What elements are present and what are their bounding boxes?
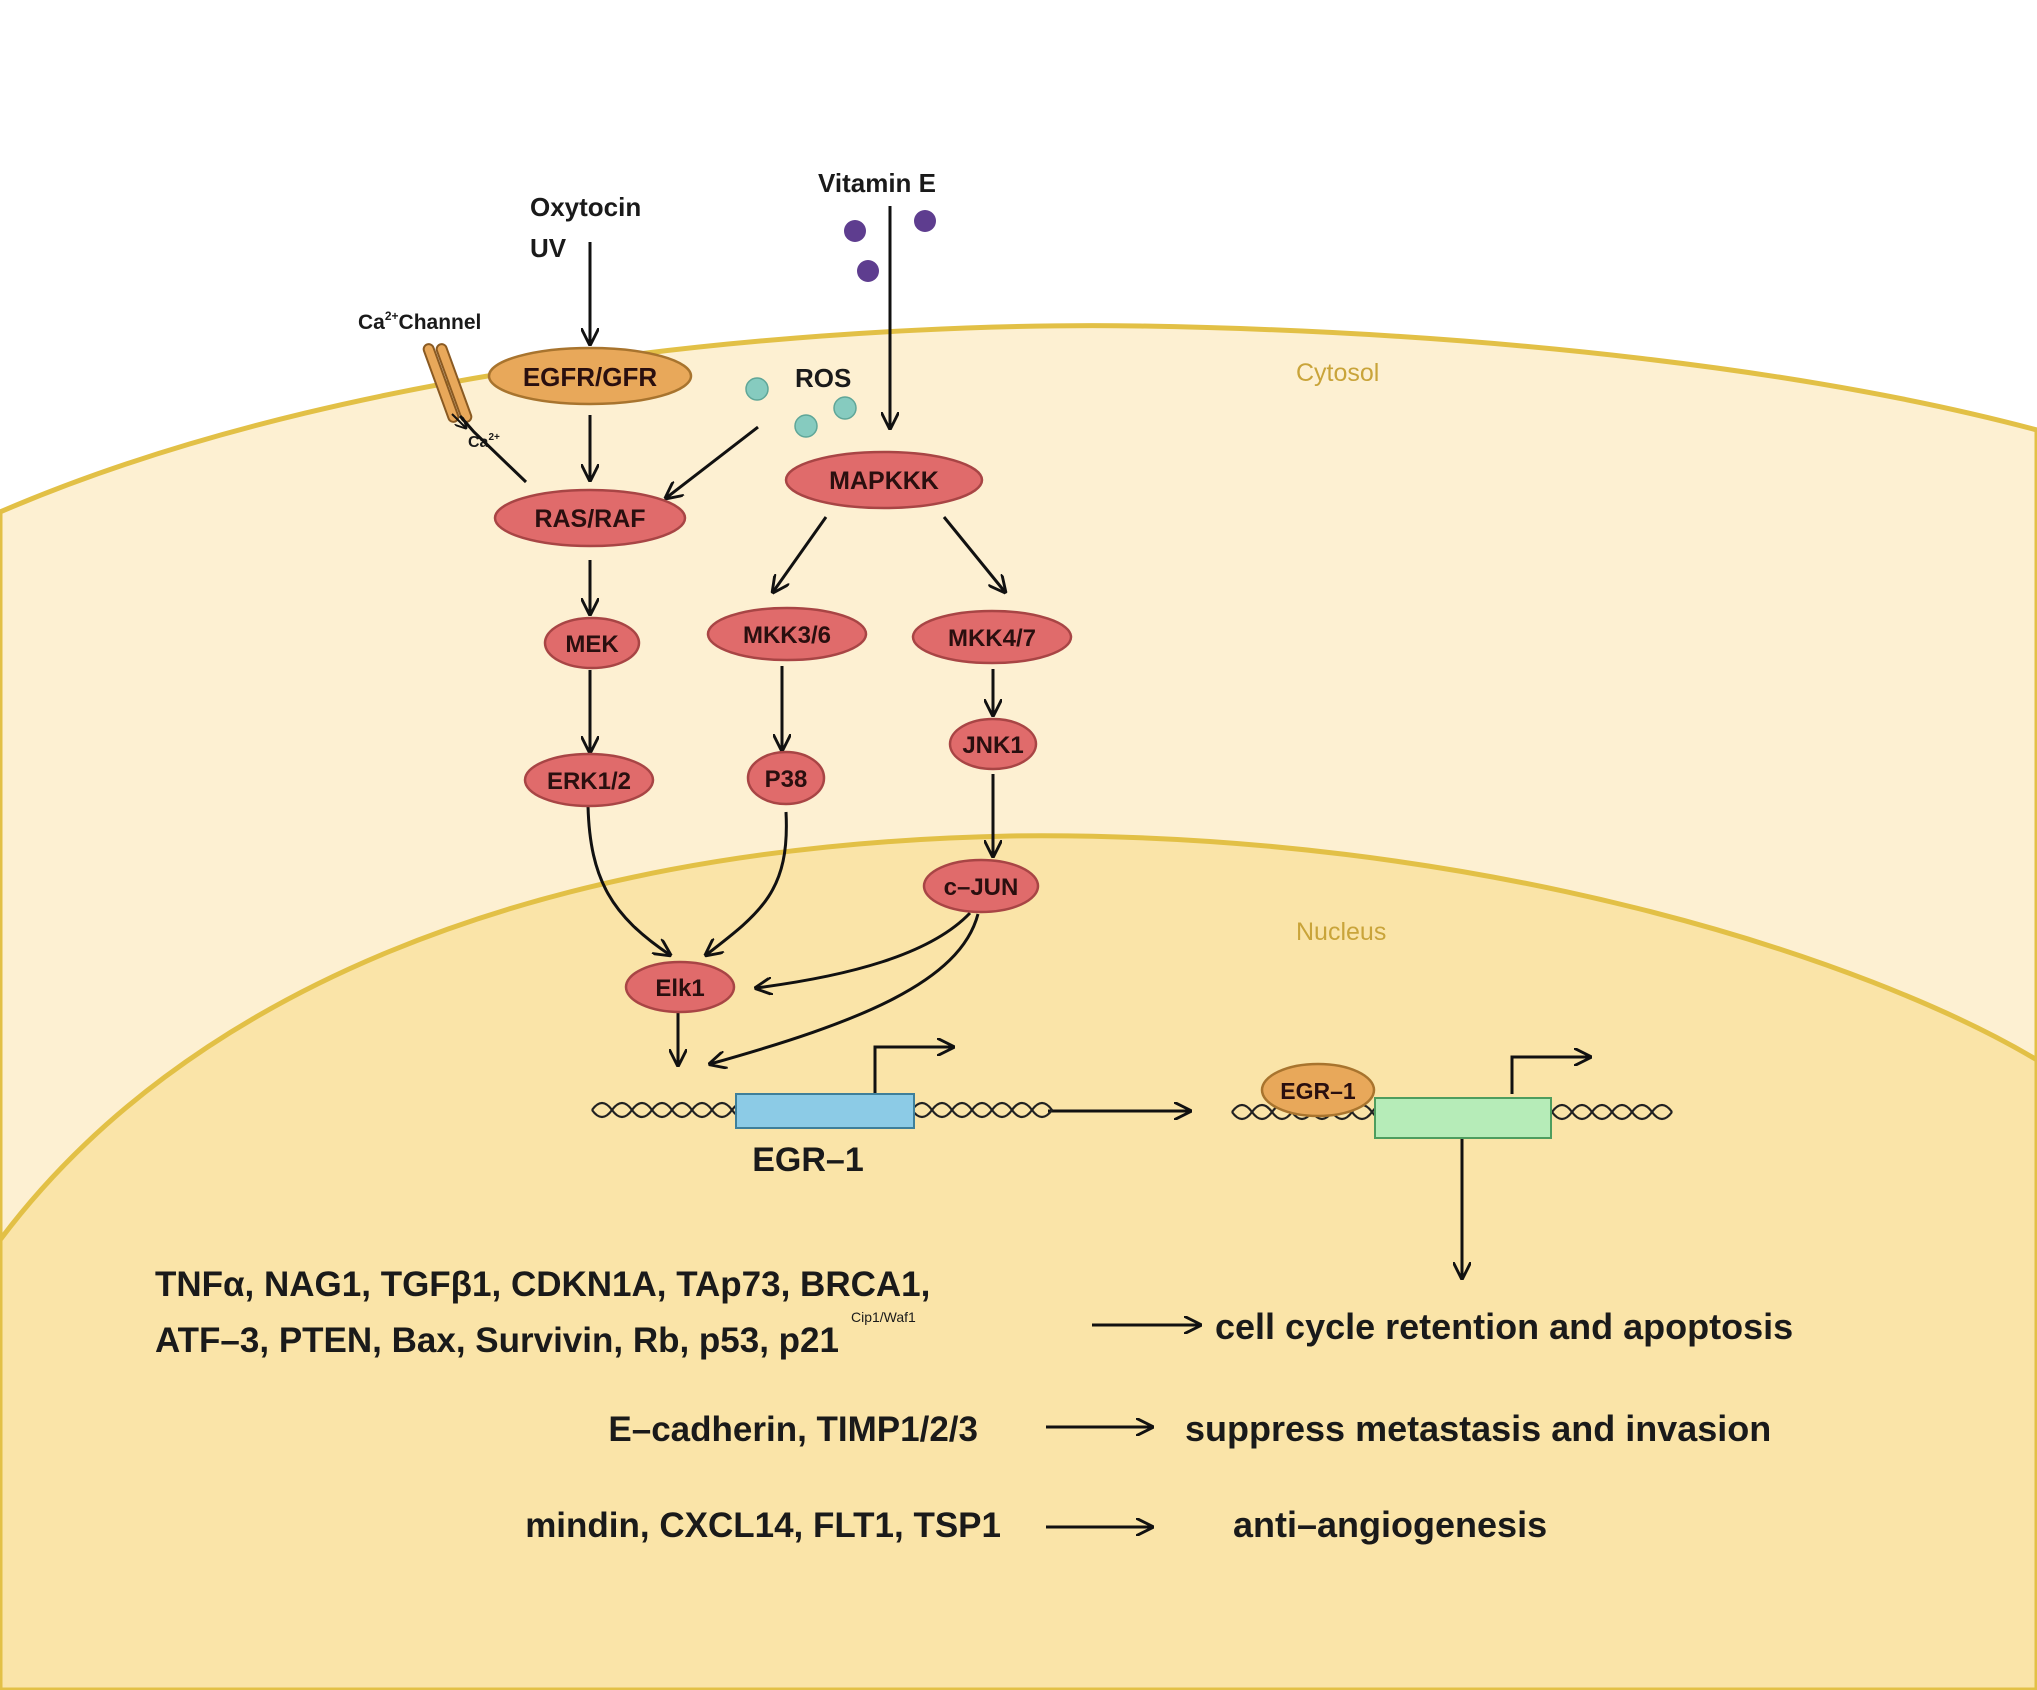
node-ras-raf-label: RAS/RAF: [534, 505, 645, 533]
ros-dot: [833, 396, 857, 420]
vitamin-e-molecules: [844, 210, 936, 282]
node-ras-raf: RAS/RAF: [493, 488, 687, 548]
ca-ion-text: Ca: [468, 434, 489, 451]
cytosol-label: Cytosol: [1296, 359, 1379, 387]
vitamin-e-dot: [844, 220, 866, 242]
arrow-mapkkk-to-mkk47: [942, 516, 1005, 592]
arrow-ros-to-rasraf: [666, 425, 759, 498]
node-mek-label: MEK: [565, 631, 619, 658]
ca-ion-label: Ca2+: [468, 432, 500, 451]
node-egfr-gfr: EGFR/GFR: [487, 346, 693, 406]
row3-genes: mindin, CXCL14, FLT1, TSP1: [525, 1506, 1001, 1545]
ca-channel-label: Ca2+Channel: [358, 309, 481, 334]
ca-channel-prefix: Ca: [358, 311, 385, 334]
node-p38-label: P38: [765, 766, 808, 793]
ros-molecules: [745, 377, 857, 438]
egr1-gene-box: [735, 1093, 915, 1129]
nucleus-region: [0, 833, 2037, 1690]
vitamin-e-dot: [857, 260, 879, 282]
uv-label: UV: [530, 233, 567, 263]
ca-channel-suffix: Channel: [399, 311, 482, 334]
node-elk1: Elk1: [624, 960, 736, 1014]
vitamin-e-label: Vitamin E: [818, 168, 936, 198]
node-jnk1-label: JNK1: [962, 732, 1023, 759]
oxytocin-label: Oxytocin: [530, 192, 641, 222]
arrow-p38-to-elk1: [706, 811, 788, 955]
row1-genes-line1: TNFα, NAG1, TGFβ1, CDKN1A, TAp73, BRCA1,: [155, 1265, 930, 1304]
pathway-arrows: [451, 206, 1590, 1527]
ros-label: ROS: [795, 363, 851, 393]
node-mkk4-7-label: MKK4/7: [948, 625, 1036, 652]
node-jnk1: JNK1: [948, 717, 1038, 771]
transcription-start-arrow-2: [1510, 1057, 1590, 1094]
node-c-jun: c–JUN: [922, 858, 1040, 914]
nucleus-label: Nucleus: [1296, 918, 1386, 946]
arrow-erk-to-elk1: [586, 805, 670, 955]
node-mapkkk-label: MAPKKK: [829, 467, 939, 495]
arrow-cjun-to-egr1-gene: [710, 913, 980, 1064]
node-elk1-label: Elk1: [655, 975, 704, 1002]
row1-genes-line2-text: ATF–3, PTEN, Bax, Survivin, Rb, p53, p21: [155, 1321, 839, 1360]
node-egfr-gfr-label: EGFR/GFR: [523, 362, 658, 392]
node-c-jun-label: c–JUN: [944, 874, 1019, 901]
ca-channel-sup: 2+: [385, 309, 399, 323]
node-mek: MEK: [543, 616, 641, 670]
node-egr1-protein-label: EGR–1: [1280, 1078, 1356, 1104]
arrow-cjun-to-elk1: [756, 911, 972, 988]
row1-genes-line2: ATF–3, PTEN, Bax, Survivin, Rb, p53, p21…: [155, 1309, 916, 1360]
node-mapkkk: MAPKKK: [784, 450, 984, 510]
egr1-gene-label: EGR–1: [752, 1141, 864, 1179]
transcription-start-arrow-1: [873, 1047, 953, 1094]
target-gene-box: [1374, 1097, 1552, 1139]
node-mkk4-7: MKK4/7: [911, 609, 1073, 665]
node-erk1-2: ERK1/2: [523, 752, 655, 808]
ros-dot: [745, 377, 769, 401]
ros-dot: [794, 414, 818, 438]
row2-genes: E–cadherin, TIMP1/2/3: [608, 1410, 978, 1449]
row2-effect: suppress metastasis and invasion: [1185, 1408, 1771, 1449]
node-mkk3-6-label: MKK3/6: [743, 622, 831, 649]
row1-effect: cell cycle retention and apoptosis: [1215, 1306, 1793, 1347]
node-erk1-2-label: ERK1/2: [547, 768, 631, 795]
node-mkk3-6: MKK3/6: [706, 606, 868, 662]
arrow-ca-influx: [451, 413, 466, 428]
node-egr1-protein: EGR–1: [1260, 1062, 1376, 1118]
arrow-mapkkk-to-mkk36: [773, 516, 828, 592]
ca-ion-sup: 2+: [488, 432, 500, 443]
vitamin-e-dot: [914, 210, 936, 232]
row3-effect: anti–angiogenesis: [1233, 1504, 1547, 1545]
node-p38: P38: [746, 750, 826, 806]
row1-genes-sup: Cip1/Waf1: [851, 1309, 916, 1325]
